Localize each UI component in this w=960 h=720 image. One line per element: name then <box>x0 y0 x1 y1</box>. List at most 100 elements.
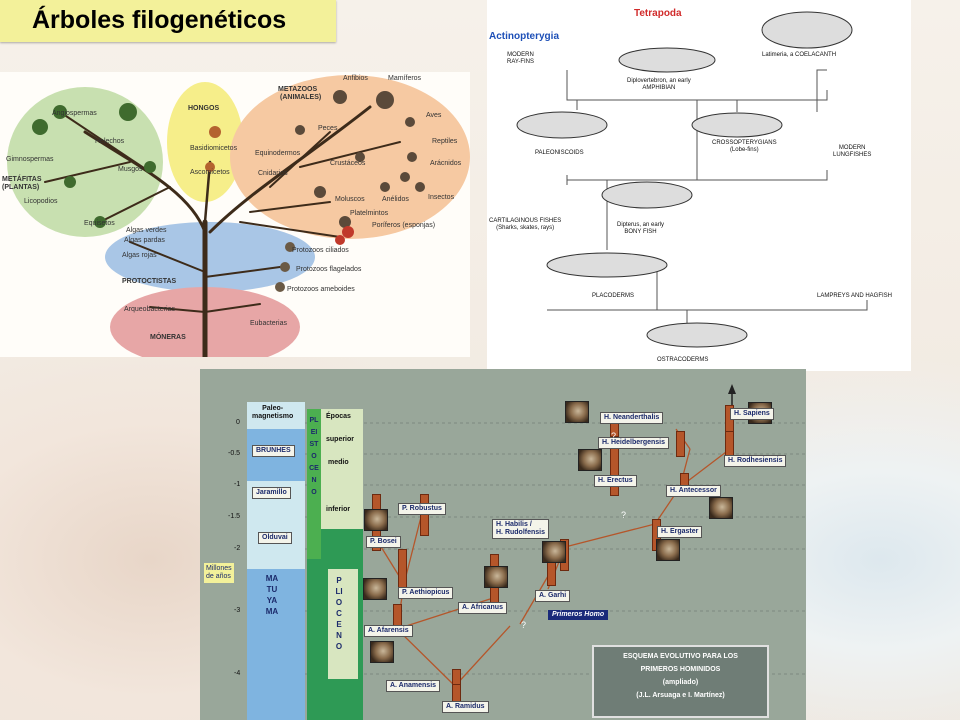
label-modern-rayfins: MODERN RAY-FINS <box>507 52 535 65</box>
label-ascomicetos: Ascomicetos <box>190 169 230 176</box>
hominid-caption-box: ESQUEMA EVOLUTIVO PARA LOS PRIMEROS HOMI… <box>592 645 769 718</box>
label-h-antecessor: H. Antecessor <box>666 485 721 497</box>
tetrapoda-heading: Tetrapoda <box>634 8 682 19</box>
olduvai-label: Olduvai <box>258 532 292 544</box>
tick-2: -2 <box>234 545 241 552</box>
tree-of-life-image: Angiospermas Helechos Gimnospermas Musgo… <box>0 72 470 357</box>
label-diplovertebron: Diplovertebron, an early AMPHIBIAN <box>627 78 691 91</box>
vertebrate-tree-lines <box>516 11 868 348</box>
label-anfibios: Anfibios <box>343 75 368 82</box>
label-protoctistas: PROTOCTISTAS <box>122 278 177 285</box>
caption-line-3: (ampliado) <box>662 679 699 686</box>
label-basidiomicetos: Basidiomicetos <box>190 145 238 152</box>
label-hongos: HONGOS <box>188 105 220 112</box>
inferior-label: inferior <box>326 506 351 513</box>
brunhes-label: BRUNHES <box>252 445 295 457</box>
label-musgos: Musgos <box>118 166 143 173</box>
label-equisetos: Equisetos <box>84 220 115 227</box>
label-placoderms: PLACODERMS <box>592 293 635 299</box>
question-mark-2: ? <box>621 510 627 520</box>
skull-aethiopicus <box>363 578 387 600</box>
label-latimeria: Latimeria, a COELACANTH <box>762 52 837 58</box>
caption-line-1: ESQUEMA EVOLUTIVO PARA LOS <box>623 653 738 660</box>
title-banner: Árboles filogenéticos <box>0 0 336 42</box>
label-h-rodhesiensis: H. Rodhesiensis <box>724 455 787 467</box>
question-mark-1: ? <box>611 431 617 441</box>
label-moluscos: Moluscos <box>335 196 365 203</box>
label-dipterus: Dipterus, an early BONY FISH <box>617 222 665 235</box>
label-gimnospermas: Gimnospermas <box>6 156 54 163</box>
plioceno-label: PLIOCENO <box>335 576 343 651</box>
caption-line-4: (J.L. Arsuaga e I. Martínez) <box>636 692 725 699</box>
label-peces: Peces <box>318 125 338 132</box>
label-mamiferos: Mamíferos <box>388 75 422 82</box>
label-lampreys: LAMPREYS AND HAGFISH <box>817 293 893 299</box>
skull-bosei <box>364 509 388 531</box>
skull-africanus <box>484 566 508 588</box>
pleistoceno-label: PLEISTOCENO <box>309 417 319 496</box>
label-h-neanderthalis: H. Neanderthalis <box>600 412 664 424</box>
label-algas-verdes: Algas verdes <box>126 227 167 234</box>
skull-antecessor <box>709 497 733 519</box>
primeros-homo-label: Primeros Homo <box>548 610 609 620</box>
label-ostracoderms: OSTRACODERMS <box>657 357 709 363</box>
label-arqueobacterias: Arqueobacterias <box>124 306 175 313</box>
label-h-heidelbergensis: H. Heidelbergensis <box>598 437 670 449</box>
label-cnidarios: Cnidarios <box>258 170 288 177</box>
label-helechos: Helechos <box>95 138 125 145</box>
label-angiospermas: Angiospermas <box>52 110 97 117</box>
millones-label: Millones de años <box>204 563 234 583</box>
tick-1: -1 <box>234 481 241 488</box>
label-animales: (ANIMALES) <box>280 94 322 101</box>
label-lungfishes: MODERN LUNGFISHES <box>833 145 872 158</box>
label-a-africanus: A. Africanus <box>458 602 507 614</box>
superior-label: superior <box>326 436 355 443</box>
label-equinodermos: Equinodermos <box>255 150 301 157</box>
skull-neanderthal <box>565 401 589 423</box>
tick-3: -3 <box>234 607 241 614</box>
slide-title: Árboles filogenéticos <box>32 6 287 34</box>
question-mark-3: ? <box>521 620 527 630</box>
label-h-ergaster: H. Ergaster <box>657 526 703 538</box>
hominid-scheme-image: Paleo- magnetismo Épocas BRUNHES Jaramil… <box>200 369 806 720</box>
label-eubacterias: Eubacterias <box>250 320 287 327</box>
paleomagnetismo-header: Paleo- magnetismo <box>252 405 294 420</box>
species-range-bar-2 <box>676 431 685 457</box>
label-platelmintos: Platelmintos <box>350 210 389 217</box>
label-p-bosei: P. Bosei <box>366 536 401 548</box>
label-metazoos: METAZOOS <box>278 86 318 93</box>
label-metafitas: METÁFITAS <box>2 176 42 183</box>
tick-4: -4 <box>234 670 241 677</box>
label-protozoos-ciliados: Protozoos ciliados <box>292 247 349 254</box>
label-poriferos: Poríferos (esponjas) <box>372 222 436 229</box>
tree-of-life-drawing <box>7 75 470 357</box>
label-p-aethiopicus: P. Aethiopicus <box>398 587 454 599</box>
label-a-ramidus: A. Ramidus <box>442 701 489 713</box>
label-insectos: Insectos <box>428 194 455 201</box>
tick-0: 0 <box>236 419 240 426</box>
medio-label: medio <box>328 459 349 466</box>
epocas-header: Épocas <box>326 413 351 420</box>
label-cartilaginous: CARTILAGINOUS FISHES (Sharks, skates, ra… <box>489 218 562 231</box>
label-h-sapiens: H. Sapiens <box>730 408 774 420</box>
label-crustaceos: Crustáceos <box>330 160 366 167</box>
label-aves: Aves <box>426 112 442 119</box>
label-p-robustus: P. Robustus <box>398 503 446 515</box>
skull-habilis <box>542 541 566 563</box>
label-h-habilis: H. Habilis / H. Rudolfensis <box>492 519 550 539</box>
actinopterygia-heading: Actinopterygia <box>489 31 560 42</box>
label-protozoos-ameboides: Protozoos ameboides <box>287 286 355 293</box>
label-reptiles: Reptiles <box>432 138 458 145</box>
label-a-anamensis: A. Anamensis <box>386 680 441 692</box>
label-algas-rojas: Algas rojas <box>122 252 157 259</box>
label-crossopterygians: CROSSOPTERYGIANS (Lobe-fins) <box>712 140 777 153</box>
matuyama-label: MATUYAMA <box>265 574 279 616</box>
label-algas-pardas: Algas pardas <box>124 237 165 244</box>
tick-1-5: -1.5 <box>228 513 241 520</box>
label-a-afarensis: A. Afarensis <box>364 625 413 637</box>
caption-line-2: PRIMEROS HOMINIDOS <box>640 666 721 673</box>
skull-ergaster <box>656 539 680 561</box>
label-protozoos-flagelados: Protozoos flagelados <box>296 266 362 273</box>
vertebrate-tree-image: Actinopterygia Tetrapoda MODERN RAY-FINS… <box>487 0 911 371</box>
label-anelidos: Anélidos <box>382 196 409 203</box>
